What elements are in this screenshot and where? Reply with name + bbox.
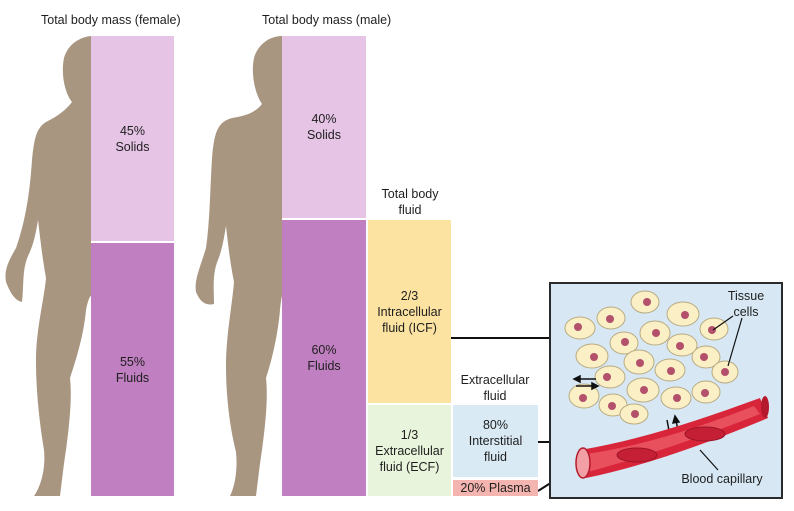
female-silhouette bbox=[5, 36, 91, 496]
interstitial-line1: Interstitial bbox=[468, 434, 523, 448]
female-fluids-label: Fluids bbox=[115, 370, 150, 385]
female-fluids-percent: 55% bbox=[119, 354, 146, 369]
female-solids-percent: 45% bbox=[119, 123, 146, 138]
interstitial-line2: fluid bbox=[484, 450, 507, 464]
female-solids-bar: 45% Solids bbox=[91, 36, 174, 241]
ecf-line2: fluid (ECF) bbox=[379, 459, 440, 474]
total-body-fluid-title-line1: Total body bbox=[381, 187, 439, 201]
blood-capillary-label: Blood capillary bbox=[681, 472, 763, 486]
total-body-fluid-title-line2: fluid bbox=[398, 203, 422, 217]
tissue-cells-label-line2: cells bbox=[733, 305, 759, 319]
blood-capillary-vessel bbox=[575, 396, 769, 479]
tissue-cells-label: Tissue cells bbox=[722, 288, 770, 320]
male-silhouette bbox=[195, 36, 282, 496]
icf-fraction: 2/3 bbox=[400, 288, 419, 303]
interstitial-fluid-bar: 80% Interstitial fluid bbox=[453, 405, 538, 477]
tissue-cells-cluster bbox=[564, 290, 739, 425]
extracellular-fluid-title-line1: Extracellular bbox=[460, 373, 530, 387]
icf-bar: 2/3 Intracellular fluid (ICF) bbox=[368, 220, 451, 403]
male-title: Total body mass (male) bbox=[262, 13, 392, 27]
tissue-cells-label-line1: Tissue bbox=[727, 289, 765, 303]
interstitial-percent: 80% bbox=[482, 418, 509, 432]
extracellular-fluid-title-line2: fluid bbox=[483, 389, 507, 403]
male-solids-bar: 40% Solids bbox=[282, 36, 366, 218]
icf-line1: Intracellular bbox=[377, 304, 442, 319]
ecf-line1: Extracellular bbox=[375, 443, 444, 458]
tissue-cells-pointer-1 bbox=[712, 315, 734, 331]
exchange-arrows-left-icon bbox=[572, 374, 600, 391]
male-fluids-label: Fluids bbox=[307, 359, 341, 373]
blood-capillary-pointer bbox=[699, 449, 719, 471]
ecf-bar: 1/3 Extracellular fluid (ECF) bbox=[368, 405, 451, 496]
plasma-bar: 20% Plasma bbox=[453, 480, 538, 496]
female-title: Total body mass (female) bbox=[41, 13, 181, 27]
total-body-fluid-title: Total body fluid bbox=[368, 186, 452, 218]
extracellular-fluid-title: Extracellular fluid bbox=[451, 372, 539, 404]
ecf-fraction: 1/3 bbox=[400, 427, 419, 442]
tissue-cells-pointer-2 bbox=[727, 317, 743, 367]
female-fluids-bar: 55% Fluids bbox=[91, 243, 174, 496]
male-solids-percent: 40% bbox=[311, 112, 337, 126]
male-fluids-bar: 60% Fluids bbox=[282, 220, 366, 496]
male-solids-label: Solids bbox=[306, 128, 342, 142]
female-solids-label: Solids bbox=[115, 139, 150, 154]
icf-line2: fluid (ICF) bbox=[382, 320, 437, 335]
plasma-label: 20% Plasma bbox=[460, 481, 531, 495]
male-fluids-percent: 60% bbox=[311, 343, 337, 357]
